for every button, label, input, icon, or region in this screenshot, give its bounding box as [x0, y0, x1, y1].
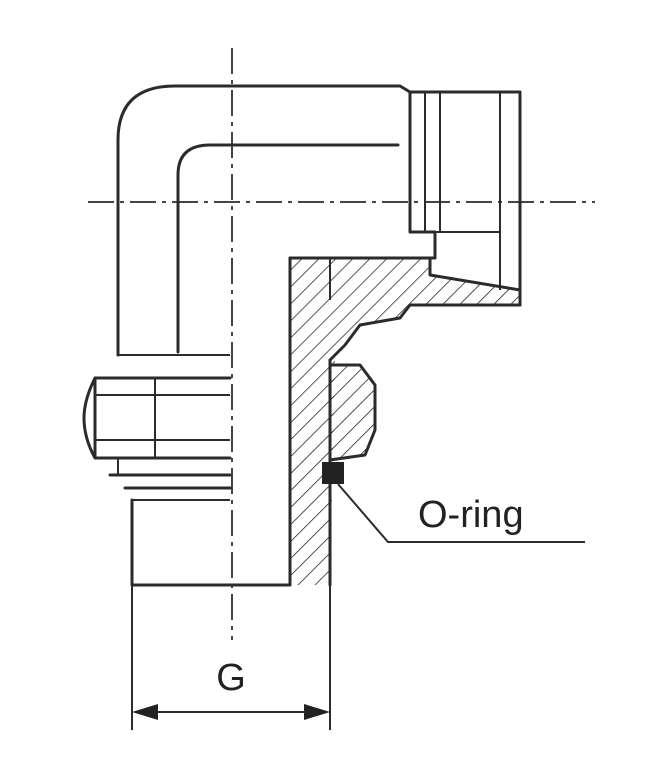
- oring-symbol: [322, 462, 344, 484]
- dimension-arrow-left: [132, 704, 158, 720]
- hex-nut: [82, 376, 232, 460]
- elbow-body: [116, 84, 437, 587]
- oring-label: O-ring: [418, 494, 524, 536]
- cross-section-hatch: [288, 256, 522, 587]
- dimension-label-g: G: [216, 657, 246, 699]
- seal-section: [328, 363, 377, 462]
- oring-leader: [337, 483, 585, 543]
- dimension-arrow-right: [304, 704, 330, 720]
- elbow-inner-bend: [176, 143, 400, 354]
